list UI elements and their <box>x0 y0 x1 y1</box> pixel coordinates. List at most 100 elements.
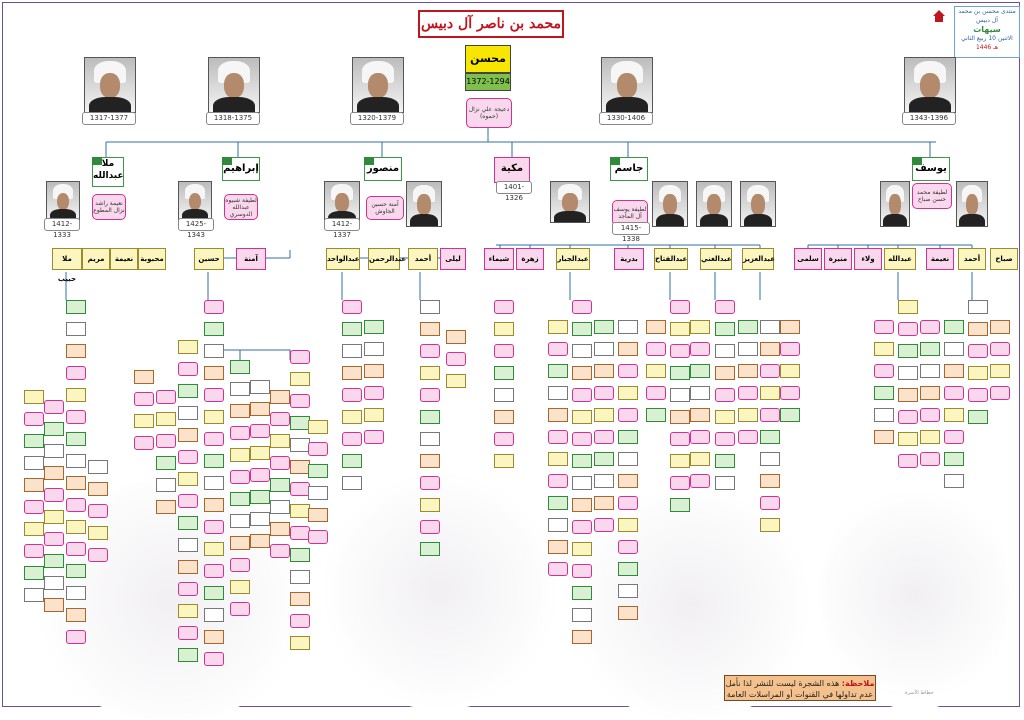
descendant-node[interactable] <box>24 544 44 558</box>
grandchild-box[interactable]: ليلى <box>440 248 466 270</box>
descendant-node[interactable] <box>230 580 250 594</box>
descendant-node[interactable] <box>204 432 224 446</box>
descendant-node[interactable] <box>494 388 514 402</box>
descendant-node[interactable] <box>290 548 310 562</box>
descendant-node[interactable] <box>44 488 64 502</box>
descendant-node[interactable] <box>364 430 384 444</box>
descendant-node[interactable] <box>134 370 154 384</box>
descendant-node[interactable] <box>66 300 86 314</box>
descendant-node[interactable] <box>342 366 362 380</box>
descendant-node[interactable] <box>290 372 310 386</box>
son-wife[interactable]: نعيمة راشد نزال المطوع <box>92 194 126 220</box>
descendant-node[interactable] <box>494 300 514 314</box>
descendant-node[interactable] <box>178 560 198 574</box>
descendant-node[interactable] <box>250 446 270 460</box>
grandchild-box[interactable]: نعيمة <box>926 248 954 270</box>
descendant-node[interactable] <box>920 386 940 400</box>
descendant-node[interactable] <box>364 320 384 334</box>
descendant-node[interactable] <box>572 564 592 578</box>
root-wife[interactable]: دعيجة علي نزال (حموه) <box>466 98 512 128</box>
descendant-node[interactable] <box>898 454 918 468</box>
descendant-node[interactable] <box>290 394 310 408</box>
descendant-node[interactable] <box>594 364 614 378</box>
descendant-node[interactable] <box>66 520 86 534</box>
descendant-node[interactable] <box>572 410 592 424</box>
descendant-node[interactable] <box>230 404 250 418</box>
descendant-node[interactable] <box>66 476 86 490</box>
descendant-node[interactable] <box>874 342 894 356</box>
descendant-node[interactable] <box>342 410 362 424</box>
descendant-node[interactable] <box>342 344 362 358</box>
descendant-node[interactable] <box>594 320 614 334</box>
descendant-node[interactable] <box>715 454 735 468</box>
descendant-node[interactable] <box>944 342 964 356</box>
descendant-node[interactable] <box>670 366 690 380</box>
descendant-node[interactable] <box>548 562 568 576</box>
descendant-node[interactable] <box>420 300 440 314</box>
descendant-node[interactable] <box>690 452 710 466</box>
grandchild-box[interactable]: عبدالواحد <box>326 248 360 270</box>
home-icon[interactable] <box>931 8 947 24</box>
grandchild-box[interactable]: سلمى <box>794 248 822 270</box>
descendant-node[interactable] <box>594 408 614 422</box>
descendant-node[interactable] <box>760 386 780 400</box>
descendant-node[interactable] <box>594 430 614 444</box>
descendant-node[interactable] <box>572 322 592 336</box>
descendant-node[interactable] <box>342 322 362 336</box>
descendant-node[interactable] <box>156 456 176 470</box>
descendant-node[interactable] <box>572 432 592 446</box>
descendant-node[interactable] <box>364 408 384 422</box>
descendant-node[interactable] <box>270 478 290 492</box>
descendant-node[interactable] <box>156 478 176 492</box>
descendant-node[interactable] <box>270 456 290 470</box>
descendant-node[interactable] <box>548 342 568 356</box>
son-wife[interactable]: لطيفة شبيوه عبدالله الدوسري <box>224 194 258 220</box>
descendant-node[interactable] <box>230 470 250 484</box>
descendant-node[interactable] <box>594 496 614 510</box>
grandchild-box[interactable]: نعيمة <box>110 248 138 270</box>
descendant-node[interactable] <box>968 366 988 380</box>
grandchild-box[interactable]: ملا حبيب <box>52 248 82 283</box>
descendant-node[interactable] <box>548 430 568 444</box>
descendant-node[interactable] <box>66 542 86 556</box>
descendant-node[interactable] <box>898 344 918 358</box>
descendant-node[interactable] <box>446 352 466 366</box>
descendant-node[interactable] <box>230 426 250 440</box>
descendant-node[interactable] <box>968 344 988 358</box>
descendant-node[interactable] <box>968 322 988 336</box>
descendant-node[interactable] <box>968 388 988 402</box>
descendant-node[interactable] <box>874 320 894 334</box>
son-box-ibrahim[interactable]: إبراهيم <box>222 157 260 181</box>
descendant-node[interactable] <box>420 432 440 446</box>
descendant-node[interactable] <box>204 652 224 666</box>
descendant-node[interactable] <box>290 570 310 584</box>
descendant-node[interactable] <box>944 386 964 400</box>
descendant-node[interactable] <box>715 432 735 446</box>
descendant-node[interactable] <box>548 496 568 510</box>
descendant-node[interactable] <box>290 504 310 518</box>
descendant-node[interactable] <box>715 300 735 314</box>
descendant-node[interactable] <box>66 564 86 578</box>
descendant-node[interactable] <box>738 364 758 378</box>
descendant-node[interactable] <box>66 454 86 468</box>
descendant-node[interactable] <box>178 626 198 640</box>
descendant-node[interactable] <box>572 520 592 534</box>
descendant-node[interactable] <box>250 424 270 438</box>
descendant-node[interactable] <box>548 474 568 488</box>
grandchild-box[interactable]: صباح <box>990 248 1018 270</box>
descendant-node[interactable] <box>204 608 224 622</box>
descendant-node[interactable] <box>308 486 328 500</box>
descendant-node[interactable] <box>898 300 918 314</box>
descendant-node[interactable] <box>760 430 780 444</box>
descendant-node[interactable] <box>178 648 198 662</box>
descendant-node[interactable] <box>342 432 362 446</box>
descendant-node[interactable] <box>548 518 568 532</box>
grandchild-box[interactable]: آمنة <box>236 248 266 270</box>
descendant-node[interactable] <box>920 408 940 422</box>
descendant-node[interactable] <box>548 386 568 400</box>
descendant-node[interactable] <box>66 630 86 644</box>
descendant-node[interactable] <box>24 500 44 514</box>
descendant-node[interactable] <box>24 456 44 470</box>
descendant-node[interactable] <box>230 514 250 528</box>
descendant-node[interactable] <box>250 468 270 482</box>
